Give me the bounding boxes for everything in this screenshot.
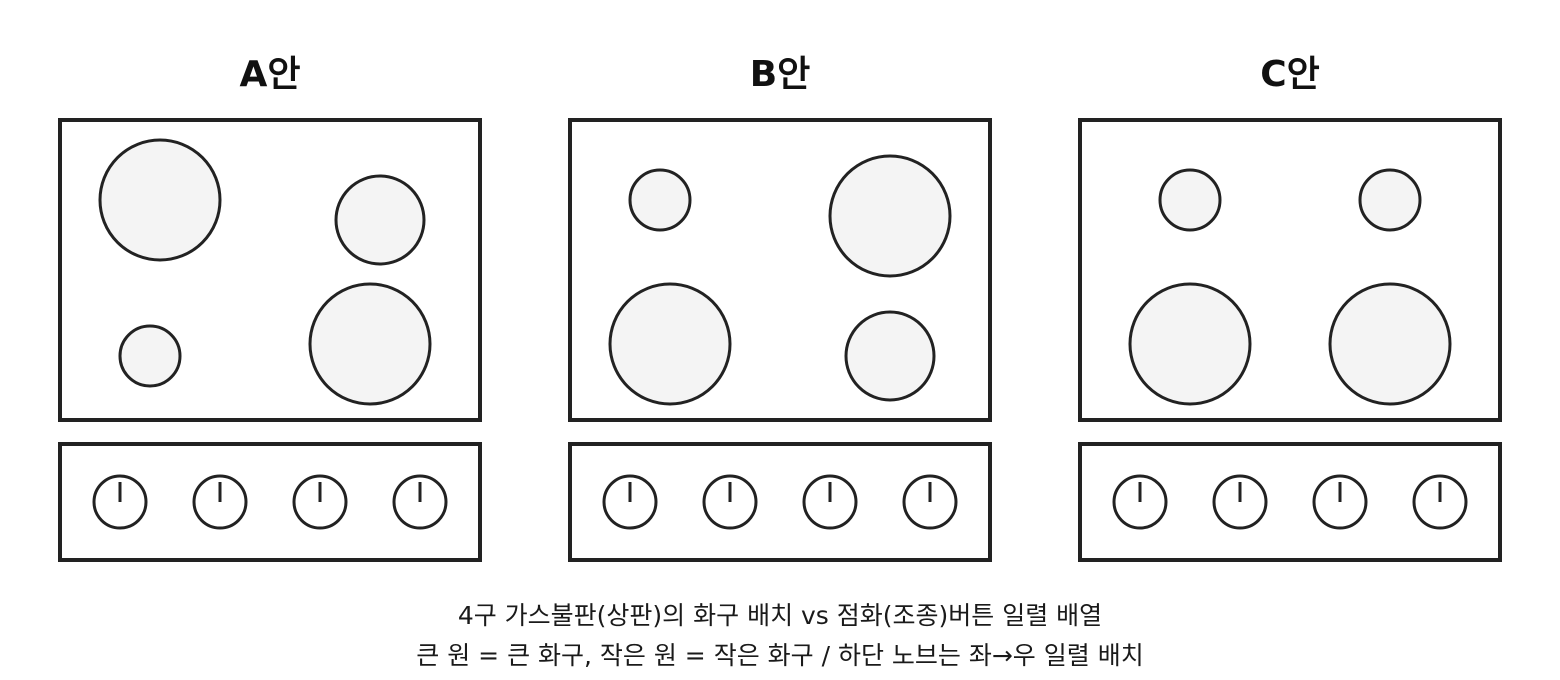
ignition-knob-2: [702, 474, 758, 530]
ignition-knob-2: [1212, 474, 1268, 530]
burner-top-right-medium: [334, 174, 426, 266]
ignition-knob-1: [92, 474, 148, 530]
ignition-knob-3: [802, 474, 858, 530]
ignition-knob-3: [1312, 474, 1368, 530]
burner-top-left-large: [98, 138, 222, 262]
cooktop-panel-1: A안: [58, 54, 482, 562]
caption-line-1: 4구 가스불판(상판)의 화구 배치 vs 점화(조종)버튼 일렬 배열: [457, 601, 1103, 630]
ignition-knob-4: [902, 474, 958, 530]
burner-top-left-small: [628, 168, 692, 232]
ignition-knob-3: [292, 474, 348, 530]
panel-title: A안: [240, 54, 301, 95]
burner-bottom-right-large: [1328, 282, 1452, 406]
cooktop-panel-3: C안: [1078, 54, 1502, 562]
ignition-knob-4: [392, 474, 448, 530]
cooktop-panel-2: B안: [568, 54, 992, 562]
burner-top-right-small: [1358, 168, 1422, 232]
burner-bottom-left-small: [118, 324, 182, 388]
caption-line-2: 큰 원 = 큰 화구, 작은 원 = 작은 화구 / 하단 노브는 좌→우 일렬…: [416, 641, 1144, 670]
panel-title: B안: [750, 54, 811, 95]
burner-top-left-small: [1158, 168, 1222, 232]
ignition-knob-1: [602, 474, 658, 530]
burner-bottom-left-large: [608, 282, 732, 406]
ignition-knob-2: [192, 474, 248, 530]
panel-title: C안: [1260, 54, 1320, 95]
burner-bottom-right-medium: [844, 310, 936, 402]
burner-bottom-left-large: [1128, 282, 1252, 406]
cooktop-diagram: A안 B안 C안: [58, 54, 1502, 562]
burner-bottom-right-large: [308, 282, 432, 406]
ignition-knob-4: [1412, 474, 1468, 530]
ignition-knob-1: [1112, 474, 1168, 530]
burner-top-right-large: [828, 154, 952, 278]
